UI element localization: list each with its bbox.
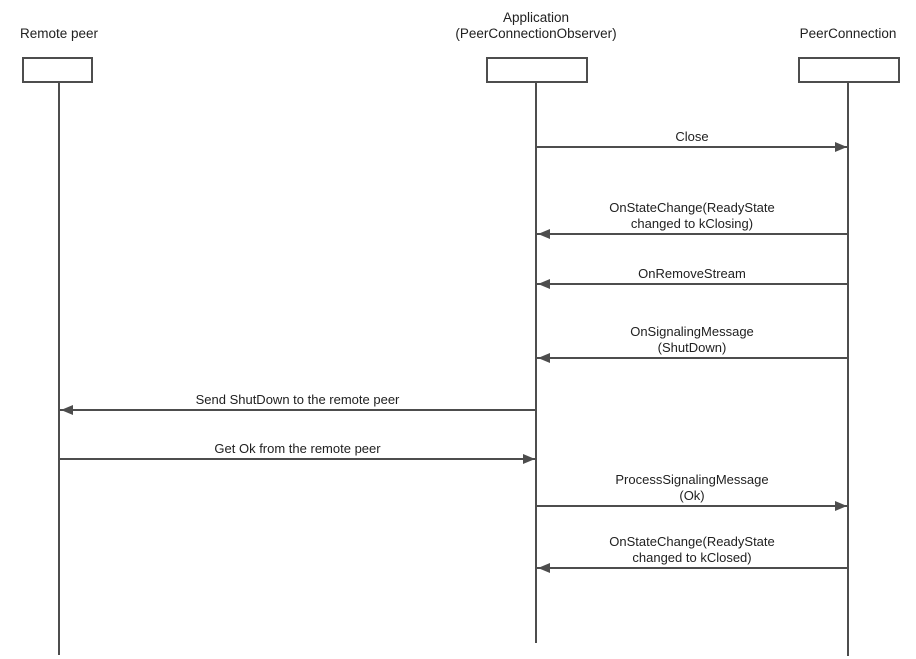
actor-label-line: (PeerConnectionObserver)	[455, 26, 617, 41]
message-label-4: Send ShutDown to the remote peer	[98, 392, 498, 408]
message-arrowhead-4	[61, 405, 73, 415]
message-arrowhead-2	[538, 279, 550, 289]
message-label-0: Close	[492, 129, 892, 145]
message-label-line: changed to kClosing)	[630, 216, 754, 231]
message-label-line: OnStateChange(ReadyState	[609, 200, 775, 215]
actor-label-line: PeerConnection	[799, 26, 897, 41]
message-arrow-0	[537, 146, 847, 148]
actor-box-application	[486, 57, 588, 83]
message-label-line: OnSignalingMessage	[630, 324, 754, 339]
message-label-line: Send ShutDown to the remote peer	[195, 392, 400, 407]
actor-box-remote-peer	[22, 57, 93, 83]
message-label-line: (ShutDown)	[657, 340, 727, 355]
message-arrowhead-3	[538, 353, 550, 363]
message-arrowhead-7	[538, 563, 550, 573]
lifeline-remote-peer	[58, 83, 60, 655]
message-arrowhead-6	[835, 501, 847, 511]
message-label-5: Get Ok from the remote peer	[98, 441, 498, 457]
message-arrowhead-0	[835, 142, 847, 152]
message-label-3: OnSignalingMessage(ShutDown)	[492, 324, 892, 356]
message-label-line: (Ok)	[679, 488, 705, 503]
actor-box-peerconnection	[798, 57, 900, 83]
actor-label-line: Application	[502, 10, 570, 25]
actor-label-line: Remote peer	[19, 26, 99, 41]
lifeline-peerconnection	[847, 83, 849, 656]
message-label-line: OnRemoveStream	[638, 266, 746, 281]
actor-label-peerconnection: PeerConnection	[698, 26, 916, 42]
message-arrowhead-5	[523, 454, 535, 464]
message-label-6: ProcessSignalingMessage(Ok)	[492, 472, 892, 504]
message-arrow-3	[537, 357, 847, 359]
message-arrow-4	[60, 409, 535, 411]
message-arrow-6	[537, 505, 847, 507]
message-label-line: changed to kClosed)	[632, 550, 752, 565]
message-arrow-2	[537, 283, 847, 285]
message-arrow-1	[537, 233, 847, 235]
lifeline-application	[535, 83, 537, 643]
message-arrow-7	[537, 567, 847, 569]
message-label-line: ProcessSignalingMessage	[615, 472, 769, 487]
actor-label-application: Application(PeerConnectionObserver)	[386, 10, 686, 42]
message-arrowhead-1	[538, 229, 550, 239]
message-label-line: OnStateChange(ReadyState	[609, 534, 775, 549]
message-label-line: Get Ok from the remote peer	[214, 441, 381, 456]
message-arrow-5	[60, 458, 535, 460]
actor-label-remote-peer: Remote peer	[0, 26, 209, 42]
message-label-2: OnRemoveStream	[492, 266, 892, 282]
message-label-line: Close	[675, 129, 709, 144]
